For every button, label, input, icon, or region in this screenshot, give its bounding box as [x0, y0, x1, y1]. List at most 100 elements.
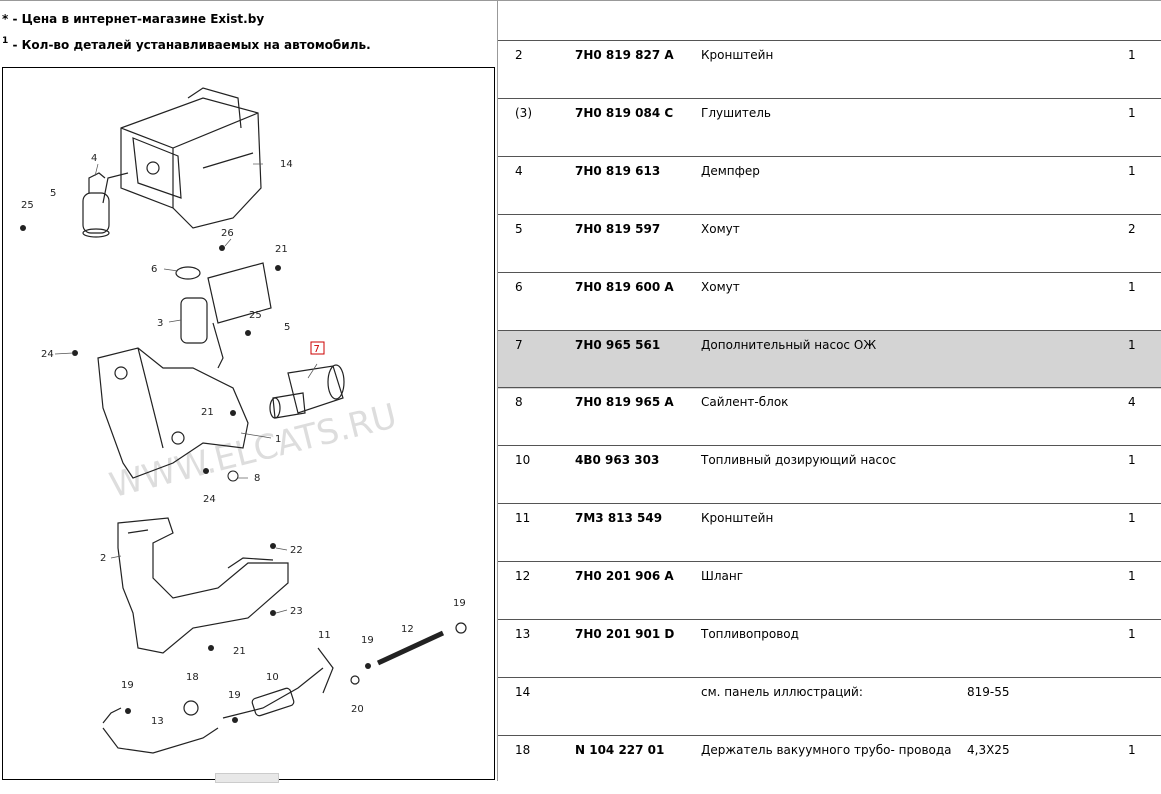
table-row[interactable]: 11 7M3 813 549 Кронштейн 1: [498, 503, 1161, 562]
top-border: [0, 0, 1161, 1]
part-number[interactable]: 7H0 819 827 A: [575, 48, 674, 62]
table-row[interactable]: 10 4B0 963 303 Топливный дозирующий насос 1: [498, 445, 1161, 504]
svg-text:10: 10: [266, 672, 279, 683]
table-row[interactable]: 14 см. панель иллюстраций: 819-55: [498, 677, 1161, 736]
part-number[interactable]: 7H0 819 613: [575, 164, 661, 178]
part-extra: 819-55: [967, 685, 1010, 699]
part-name: Топливный дозирующий насос: [701, 453, 897, 467]
svg-text:19: 19: [228, 690, 241, 701]
svg-text:21: 21: [201, 407, 214, 418]
part-quantity: 1: [1128, 627, 1136, 641]
price-note-text: - Цена в интернет-магазине Exist.by: [8, 12, 265, 26]
table-row[interactable]: 13 7H0 201 901 D Топливопровод 1: [498, 619, 1161, 678]
price-note-mark: *: [2, 12, 9, 26]
svg-text:8: 8: [254, 473, 260, 484]
svg-text:19: 19: [361, 635, 374, 646]
svg-text:25: 25: [21, 200, 34, 211]
part-number[interactable]: 7H0 819 600 A: [575, 280, 674, 294]
table-row[interactable]: 6 7H0 819 600 A Хомут 1: [498, 272, 1161, 331]
panel-divider: [497, 0, 498, 781]
part-position: 5: [515, 222, 523, 236]
svg-text:19: 19: [121, 680, 134, 691]
svg-text:3: 3: [157, 318, 163, 329]
svg-text:5: 5: [284, 322, 290, 333]
svg-text:26: 26: [221, 228, 234, 239]
parts-table: 2 7H0 819 827 A Кронштейн 1 (3) 7H0 819 084 C…: [498, 0, 1161, 781]
part-number[interactable]: 7H0 819 597: [575, 222, 661, 236]
part-name: Хомут: [701, 222, 740, 236]
left-panel: * - Цена в интернет-магазине Exist.by 1 …: [0, 0, 498, 783]
watermark: WWW.ELCATS.RU: [106, 396, 401, 506]
part-name: Дополнительный насос ОЖ: [701, 338, 877, 352]
qty-note-mark: 1: [2, 36, 9, 46]
callout-7-highlight[interactable]: 7: [310, 341, 325, 355]
part-quantity: 1: [1128, 106, 1136, 120]
svg-text:18: 18: [186, 672, 199, 683]
horizontal-scrollbar[interactable]: [215, 773, 279, 783]
table-header-blank: [498, 0, 1161, 40]
table-row[interactable]: 8 7H0 819 965 A Сайлент-блок 4: [498, 387, 1161, 446]
part-quantity: 4: [1128, 395, 1136, 409]
part-name: см. панель иллюстраций:: [701, 685, 863, 699]
part-number[interactable]: 7M3 813 549: [575, 511, 663, 525]
svg-text:1: 1: [275, 434, 281, 445]
part-quantity: 1: [1128, 164, 1136, 178]
part-number[interactable]: 7H0 201 901 D: [575, 627, 675, 641]
svg-text:24: 24: [203, 494, 216, 505]
part-quantity: 1: [1128, 280, 1136, 294]
heater-unit: [102, 87, 262, 229]
part-position: 18: [515, 743, 531, 757]
part-name: Хомут: [701, 280, 740, 294]
part-position: 14: [515, 685, 531, 699]
table-row[interactable]: 5 7H0 819 597 Хомут 2: [498, 214, 1161, 273]
part-position: 6: [515, 280, 523, 294]
part-number[interactable]: 7H0 965 561: [575, 338, 661, 352]
part-position: 2: [515, 48, 523, 62]
svg-text:13: 13: [151, 716, 164, 727]
part-position: 10: [515, 453, 531, 467]
part-number[interactable]: 7H0 201 906 A: [575, 569, 674, 583]
part-name: Шланг: [701, 569, 744, 583]
part-number[interactable]: N 104 227 01: [575, 743, 665, 757]
part-number[interactable]: 4B0 963 303: [575, 453, 660, 467]
svg-text:6: 6: [151, 264, 157, 275]
part-name: Демпфер: [701, 164, 760, 178]
part-position: 8: [515, 395, 523, 409]
parts-diagram[interactable]: WWW.ELCATS.RU: [2, 67, 495, 780]
svg-text:11: 11: [318, 630, 331, 641]
svg-text:21: 21: [233, 646, 246, 657]
svg-text:25: 25: [249, 310, 262, 321]
fuel-line-parts: [102, 622, 467, 754]
part-position: 4: [515, 164, 523, 178]
svg-text:7: 7: [314, 344, 320, 355]
price-note: * - Цена в интернет-магазине Exist.by: [2, 12, 264, 26]
part-number[interactable]: 7H0 819 084 C: [575, 106, 674, 120]
table-row[interactable]: 4 7H0 819 613 Демпфер 1: [498, 156, 1161, 215]
part-position: (3): [515, 106, 532, 120]
bracket-part: [97, 347, 249, 479]
bolts: [20, 225, 371, 723]
part-quantity: 1: [1128, 511, 1136, 525]
part-name: Сайлент-блок: [701, 395, 789, 409]
svg-text:21: 21: [275, 244, 288, 255]
part-number[interactable]: 7H0 819 965 A: [575, 395, 674, 409]
part-quantity: 1: [1128, 453, 1136, 467]
svg-text:5: 5: [50, 188, 56, 199]
part-position: 13: [515, 627, 531, 641]
svg-text:19: 19: [453, 598, 466, 609]
part-position: 12: [515, 569, 531, 583]
part-name: Кронштейн: [701, 511, 774, 525]
qty-note-text: - Кол-во деталей устанавливаемых на авто…: [8, 38, 371, 52]
part-position: 11: [515, 511, 531, 525]
leader-lines: [54, 163, 318, 614]
lower-bracket-part: [117, 517, 289, 654]
part-quantity: 2: [1128, 222, 1136, 236]
muffler-part: [175, 262, 272, 369]
part-name: Топливопровод: [701, 627, 799, 641]
svg-text:24: 24: [41, 349, 54, 360]
